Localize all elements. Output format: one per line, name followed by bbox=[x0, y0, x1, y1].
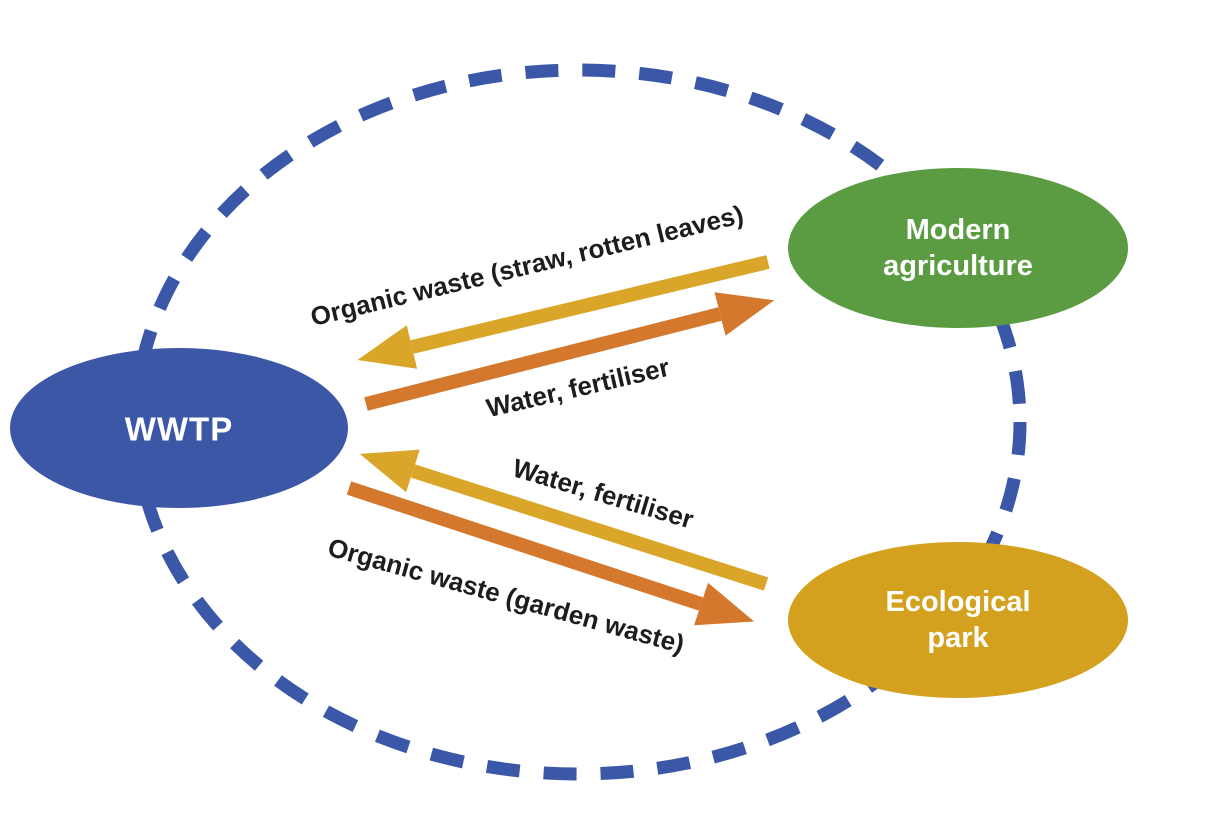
arrow-organic-waste-straw bbox=[357, 255, 770, 369]
node-ecological-park-label-line2: park bbox=[927, 622, 989, 654]
node-modern-agriculture-label-line2: agriculture bbox=[883, 250, 1033, 282]
arrow-water-fertiliser-to-agriculture bbox=[364, 292, 775, 411]
cycle-dashed-circle bbox=[129, 63, 1027, 781]
node-modern-agriculture-label: Modern agriculture bbox=[883, 212, 1033, 285]
node-wwtp-ellipse bbox=[10, 348, 348, 508]
node-modern-agriculture-label-line1: Modern bbox=[905, 213, 1011, 246]
arrow-water-fertiliser-to-wwtp bbox=[359, 449, 769, 591]
node-ecological-park-label-line1: Ecological bbox=[885, 585, 1031, 618]
node-ecological-park-ellipse bbox=[788, 542, 1128, 698]
node-modern-agriculture-ellipse bbox=[788, 168, 1128, 328]
node-ecological-park-label: Ecological park bbox=[885, 584, 1030, 657]
arrow-organic-waste-garden bbox=[346, 481, 755, 626]
node-wwtp-label: WWTP bbox=[124, 410, 234, 448]
